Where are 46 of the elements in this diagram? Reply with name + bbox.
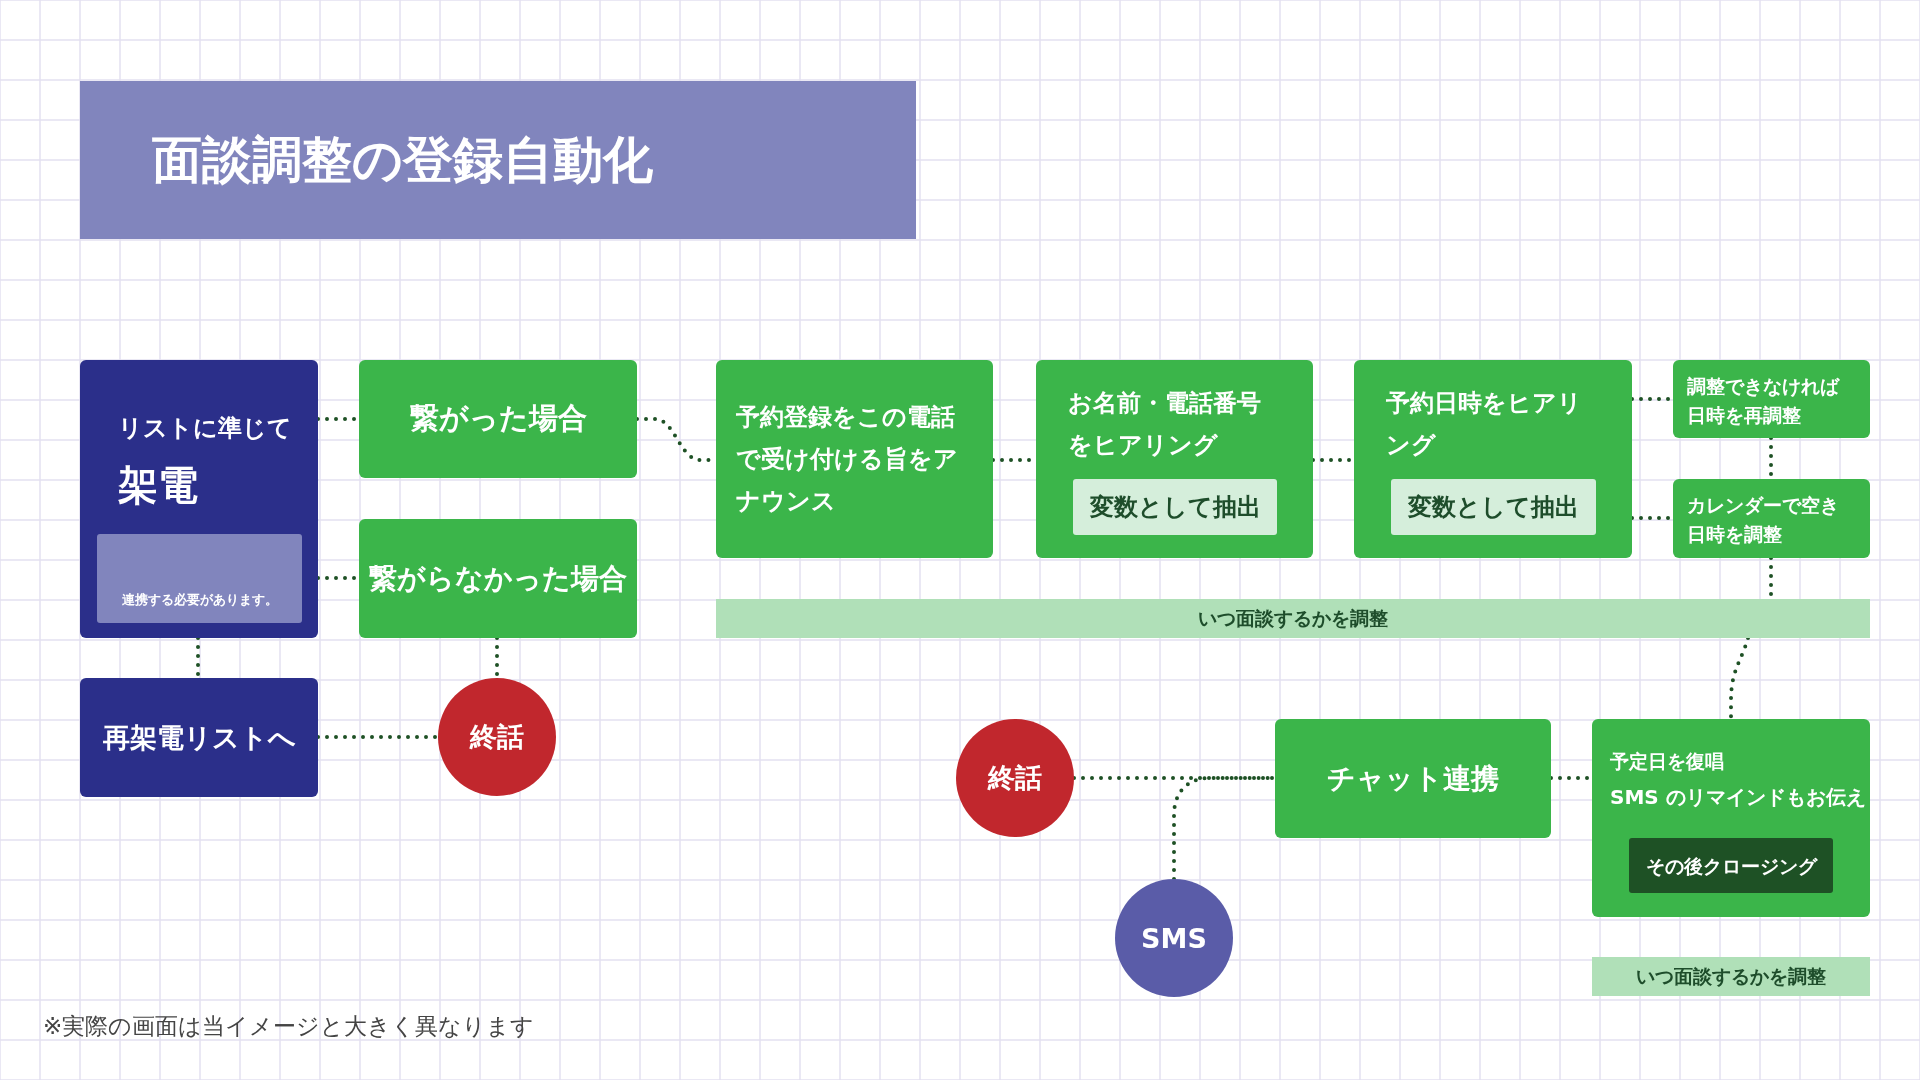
tag-box (1629, 838, 1833, 893)
process-box (1036, 360, 1313, 558)
process-box (80, 360, 318, 638)
process-box (1673, 479, 1870, 558)
process-box (359, 360, 637, 478)
box-text: お名前・電話番号をヒアリング (1068, 388, 1262, 461)
process-box (1275, 719, 1551, 838)
box-text: いつ面談するかを調整 (1198, 605, 1388, 631)
band (1592, 957, 1870, 996)
box-text: 予定日を復唱 (1610, 749, 1725, 774)
box-text: リストに準じて (118, 413, 293, 444)
process-box (1673, 360, 1870, 438)
connector (316, 735, 440, 739)
process-box (1592, 719, 1870, 917)
tag-box (1073, 479, 1277, 535)
box-text: 予約登録をこの電話で受け付ける旨をアナウンス (736, 402, 959, 517)
box-text: その後クロージング (1645, 853, 1817, 879)
end-circle (956, 719, 1074, 837)
connector (1729, 636, 1750, 721)
note-box (97, 534, 302, 623)
band (716, 599, 1870, 638)
box-text: 変数として抽出 (1089, 492, 1261, 523)
box-text: 予約日時をヒアリング (1386, 388, 1583, 461)
box-text: 繋がった場合 (409, 400, 587, 437)
title: 面談調整の登録自動化 (152, 130, 653, 191)
box-text: 繋がらなかった場合 (369, 560, 627, 597)
box-text: 調整できなければ日時を再調整 (1687, 374, 1841, 428)
box-text: 変数として抽出 (1408, 492, 1579, 523)
box-text: チャット連携 (1327, 760, 1499, 797)
process-box (359, 519, 637, 638)
box-text: 再架電リストへ (102, 720, 296, 755)
box-text: SMS (1141, 922, 1207, 954)
box-text: いつ面談するかを調整 (1636, 963, 1826, 989)
process-box (80, 678, 318, 797)
box-text: 終話 (988, 761, 1042, 795)
footnote: ※実際の画面は当イメージと大きく異なります (43, 1012, 535, 1041)
end-circle (438, 678, 556, 796)
box-heading: 架電 (118, 461, 199, 510)
box-text: カレンダーで空き日時を調整 (1687, 493, 1840, 547)
process-box (716, 360, 993, 558)
process-box (1354, 360, 1632, 558)
box-text: 終話 (470, 720, 524, 754)
box-text: SMS のリマインドもお伝え (1610, 784, 1867, 811)
box-text: 連携する必要があります。 (121, 591, 278, 609)
tag-box (1391, 479, 1596, 535)
connector (1072, 776, 1277, 780)
